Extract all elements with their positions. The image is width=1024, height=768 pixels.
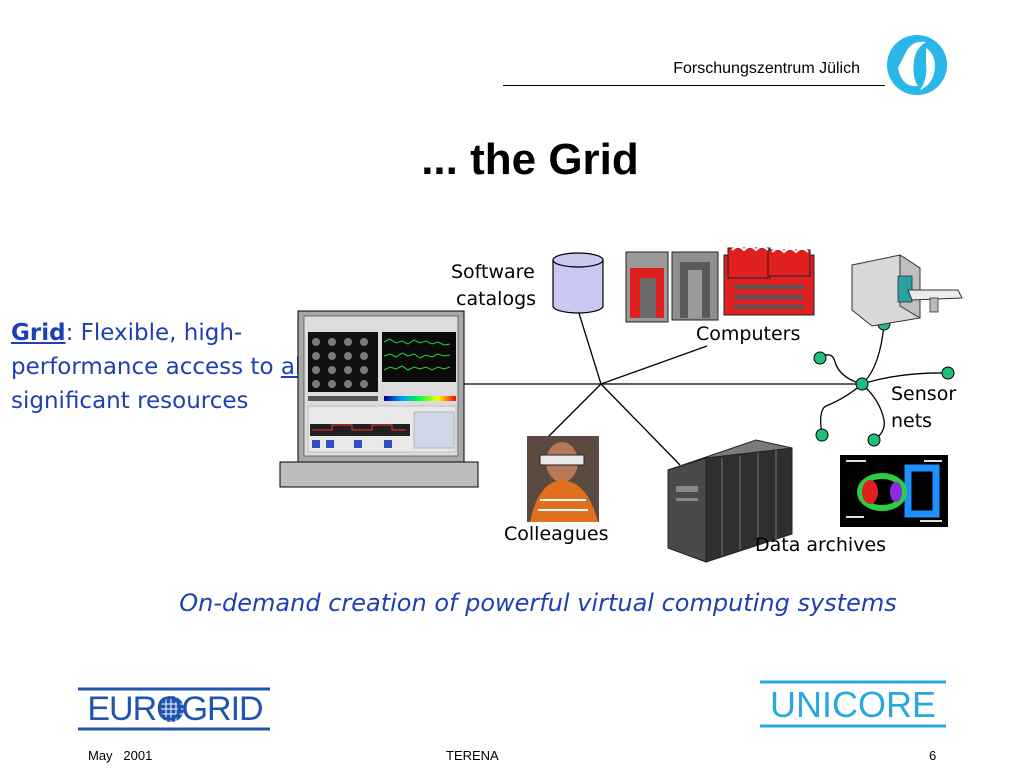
eurogrid-logo: EUROGRID xyxy=(74,685,274,733)
definition-text-1: : Flexible, high-performance access to xyxy=(11,320,281,380)
eurogrid-logo-frame-icon xyxy=(78,687,270,731)
label-computers: Computers xyxy=(696,323,801,345)
definition-term: Grid xyxy=(11,320,66,346)
workstation-icon xyxy=(279,310,479,488)
label-catalogs: catalogs xyxy=(456,288,537,310)
footer-date: May 2001 xyxy=(88,748,153,763)
unicore-logo: UNICORE xyxy=(758,680,948,728)
scanner-instrument-icon xyxy=(851,254,963,327)
label-software: Software xyxy=(451,261,535,283)
data-archive-servers-icon xyxy=(667,439,793,563)
connector-lines xyxy=(455,309,862,466)
definition-text-2: significant resources xyxy=(11,388,249,414)
label-colleagues: Colleagues xyxy=(504,523,609,545)
tagline: On-demand creation of powerful virtual c… xyxy=(179,589,897,617)
sensor-experiment-image-icon xyxy=(840,455,948,527)
software-catalog-database-icon xyxy=(552,252,604,314)
header-organization: Forschungszentrum Jülich xyxy=(673,60,860,77)
eurogrid-logo-text: EUROGRID xyxy=(87,690,263,728)
grid-definition: Grid: Flexible, high-performance access … xyxy=(11,316,311,418)
colleague-photo-icon xyxy=(527,436,599,522)
label-data-archives: Data archives xyxy=(755,534,887,556)
computers-icon xyxy=(625,246,815,323)
slide-title: ... the Grid xyxy=(421,135,639,184)
label-sensor: Sensor xyxy=(891,383,957,405)
label-nets: nets xyxy=(891,410,933,432)
unicore-logo-text: UNICORE xyxy=(769,684,936,725)
footer-event: TERENA xyxy=(446,748,499,763)
header-divider xyxy=(503,85,885,86)
footer-page-number: 6 xyxy=(929,748,937,763)
fzj-logo-icon xyxy=(887,35,947,95)
unicore-logo-frame-icon xyxy=(760,680,946,728)
